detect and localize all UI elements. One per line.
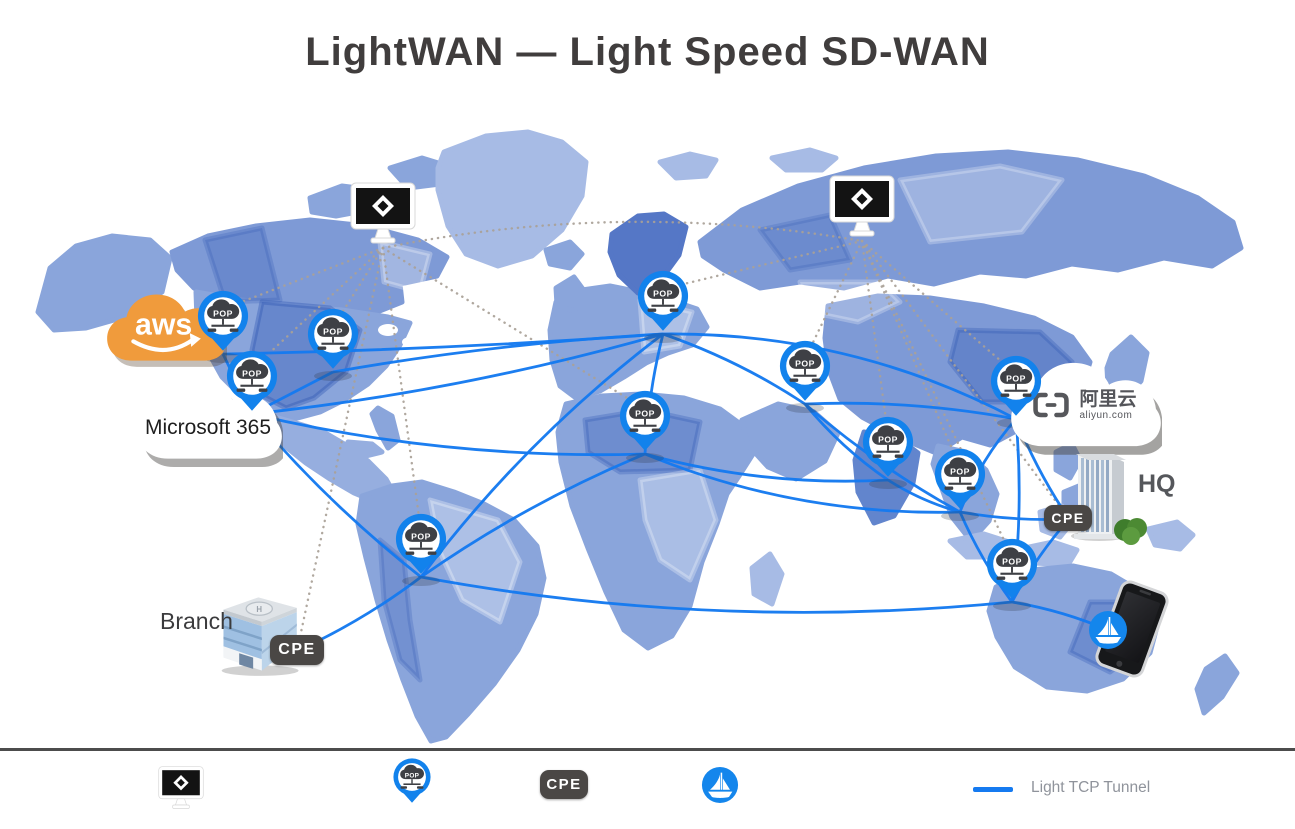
tree-icon	[1114, 518, 1147, 545]
aws-cloud: aws	[103, 289, 227, 372]
pop-pin: POP	[196, 289, 250, 353]
aliyun-logo-icon	[1033, 393, 1070, 418]
legend-divider	[0, 748, 1295, 751]
pop-pin-icon: POP	[862, 416, 914, 477]
aliyun-cloud: 阿里云 aliyun.com	[1006, 356, 1162, 456]
pop-pin-icon: POP	[934, 448, 986, 509]
pop-pin-icon: POP	[307, 308, 359, 369]
microsoft365-cloud: Microsoft 365	[133, 372, 283, 467]
aws-cloud-icon: aws	[107, 294, 227, 367]
controller-node	[350, 182, 416, 244]
pop-pin: POP	[394, 512, 448, 576]
aws-smile-arrow-icon	[131, 337, 195, 352]
pop-label: POP	[635, 408, 655, 418]
pop-pin-icon: POP	[990, 355, 1042, 416]
hq-building	[1071, 454, 1127, 541]
legend-client-item	[701, 766, 739, 804]
pop-pin: POP	[392, 757, 446, 804]
pop-pin-icon: POP	[197, 290, 249, 351]
pop-pin: POP	[933, 447, 987, 511]
aliyun-domain: aliyun.com	[1079, 409, 1133, 421]
pop-label: POP	[950, 466, 970, 476]
pop-pin-icon: POP	[226, 350, 278, 411]
sailboat-icon	[701, 766, 739, 804]
pop-label: POP	[878, 434, 898, 444]
pop-pin-icon: POP	[395, 513, 447, 574]
tunnel-links	[221, 332, 1109, 653]
pop-label: POP	[795, 358, 815, 368]
pop-label: POP	[653, 288, 673, 298]
pop-pin: POP	[636, 269, 690, 333]
pop-pin: POP	[778, 339, 832, 403]
controller-node	[158, 766, 224, 809]
pop-label: POP	[1002, 556, 1022, 566]
branch-cpe-badge: CPE	[270, 635, 324, 665]
sailboat-icon	[1089, 611, 1127, 649]
pop-pin-icon: POP	[619, 390, 671, 451]
controller-node	[829, 175, 895, 237]
pop-pin: POP	[306, 307, 360, 371]
monitor-icon	[829, 175, 895, 237]
pop-pin-icon: POP	[779, 340, 831, 401]
pop-pin-icon: POP	[986, 538, 1038, 599]
monitor-icon	[350, 182, 416, 244]
aliyun-name: 阿里云	[1079, 389, 1137, 410]
pop-pin-icon: POP	[637, 270, 689, 331]
pop-label: POP	[405, 772, 420, 779]
pop-pin: POP	[989, 354, 1043, 418]
client-app-badge	[1088, 610, 1128, 650]
pop-label: POP	[242, 368, 262, 378]
pop-pin: POP	[618, 389, 672, 453]
microsoft365-label: Microsoft 365	[144, 416, 272, 439]
pop-pin-icon: POP	[393, 758, 431, 803]
pop-label: POP	[411, 531, 431, 541]
aws-logo-text: aws	[135, 308, 192, 341]
pop-label: POP	[1006, 373, 1026, 383]
legend-tunnel-label: Light TCP Tunnel	[1031, 779, 1151, 796]
hq-label: HQ	[1138, 470, 1176, 498]
legend-cpe-badge: CPE	[540, 770, 588, 799]
pop-pin: POP	[861, 415, 915, 479]
branch-label: Branch	[160, 608, 233, 634]
monitor-icon	[158, 766, 204, 809]
pop-label: POP	[213, 308, 233, 318]
pop-pin: POP	[225, 349, 279, 413]
legend-tunnel-swatch	[973, 787, 1013, 792]
svg-text:H: H	[256, 605, 262, 614]
pop-pin: POP	[985, 537, 1039, 601]
hq-cpe-badge: CPE	[1044, 505, 1092, 531]
pop-label: POP	[323, 326, 343, 336]
pin-shadows	[204, 333, 1035, 611]
page-title: LightWAN — Light Speed SD-WAN	[305, 30, 990, 74]
